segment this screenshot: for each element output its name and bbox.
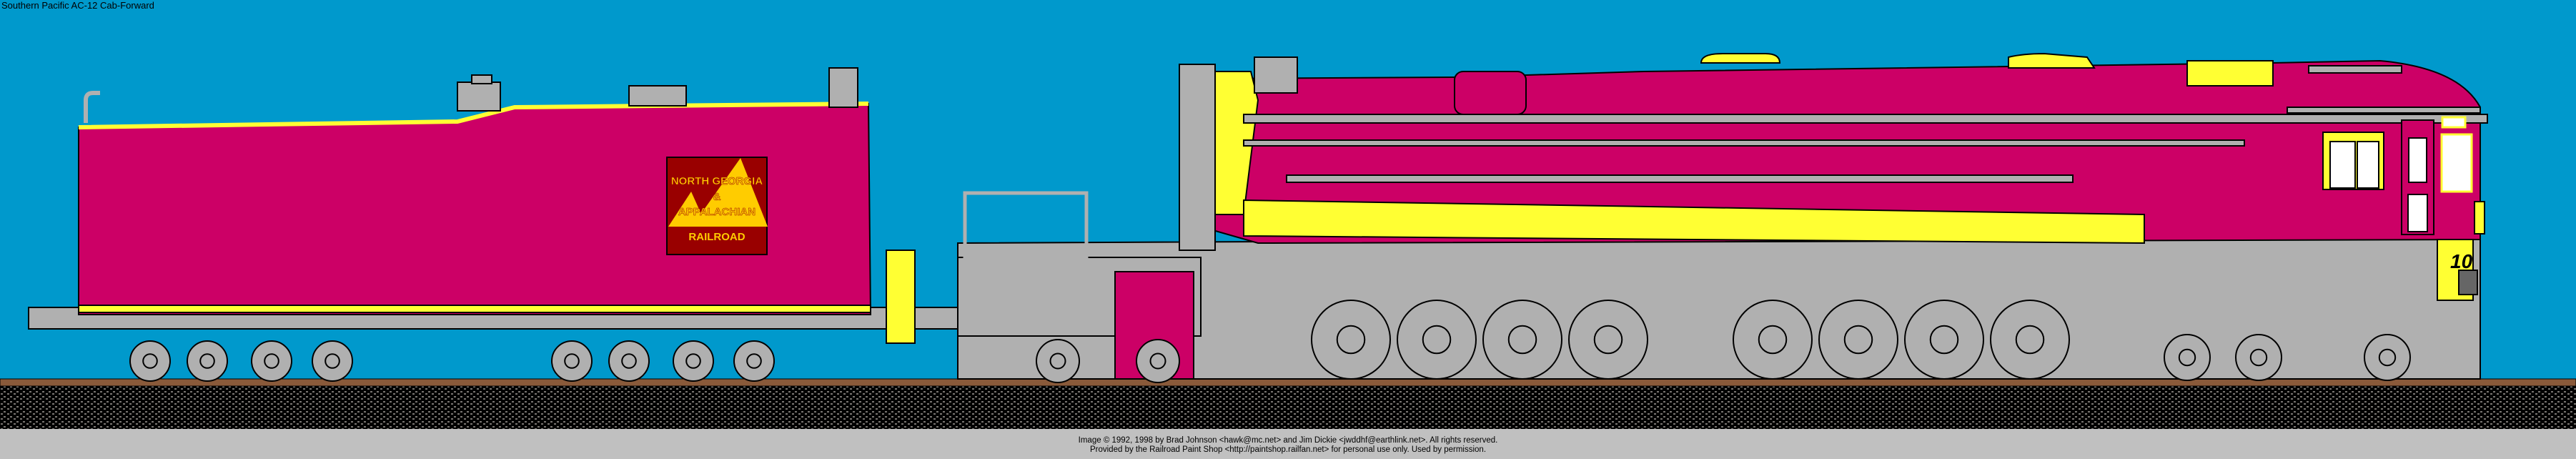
pilot-wheel-hub xyxy=(1149,352,1166,370)
tender: NORTH GEORGIA & APPALACHIAN RAILROAD xyxy=(28,67,958,382)
driver-wheel xyxy=(1733,300,1813,380)
trailing-wheel-hub xyxy=(2378,348,2397,367)
driver-wheel xyxy=(1397,300,1477,380)
logo-line-3: APPALACHIAN xyxy=(678,206,756,218)
tender-wheel xyxy=(551,340,593,382)
driver-wheel-hub xyxy=(1507,325,1537,355)
tender-wheel-hub xyxy=(685,353,701,369)
trailing-wheel xyxy=(2235,334,2282,381)
tender-wheel xyxy=(187,340,228,382)
trailing-wheel xyxy=(2364,334,2411,381)
driver-wheel-hub xyxy=(2015,325,2045,355)
trailing-wheel-hub xyxy=(2178,348,2196,367)
credits-line-2: Provided by the Railroad Paint Shop <htt… xyxy=(1089,445,1487,454)
tender-wheel xyxy=(312,340,353,382)
driver-wheel xyxy=(1482,300,1562,380)
credits: Image © 1992, 1998 by Brad Johnson <hawk… xyxy=(0,436,2576,455)
logo-line-2: & xyxy=(713,191,721,203)
driver-wheel-hub xyxy=(1929,325,1959,355)
tender-wheel-hub xyxy=(199,353,215,369)
tender-wheel-hub xyxy=(142,353,158,369)
tender-wheel-hub xyxy=(746,353,762,369)
trailing-wheel xyxy=(2164,334,2211,381)
driver-wheel xyxy=(1568,300,1648,380)
cab: 10 xyxy=(2322,116,2485,301)
pilot-wheel xyxy=(1136,339,1180,383)
driver-wheel-hub xyxy=(1593,325,1623,355)
driver-wheel xyxy=(1990,300,2070,380)
driver-wheel xyxy=(1818,300,1898,380)
driver-wheel xyxy=(1311,300,1391,380)
tender-wheel-hub xyxy=(325,353,340,369)
tender-wheel xyxy=(129,340,171,382)
tender-wheel-hub xyxy=(264,353,279,369)
driver-wheel-hub xyxy=(1758,325,1788,355)
logo-line-4: RAILROAD xyxy=(688,231,745,243)
credits-line-1: Image © 1992, 1998 by Brad Johnson <hawk… xyxy=(1078,436,1498,445)
driver-wheel-hub xyxy=(1843,325,1873,355)
cab-number: 10 xyxy=(2450,250,2473,272)
tender-wheel-hub xyxy=(564,353,580,369)
driver-wheel xyxy=(1904,300,1984,380)
ballast-texture xyxy=(0,385,2576,430)
logo-line-1: NORTH GEORGIA xyxy=(671,175,763,187)
driver-wheel-hub xyxy=(1422,325,1452,355)
tender-wheel xyxy=(733,340,775,382)
trailing-wheel-hub xyxy=(2249,348,2268,367)
tender-wheel-hub xyxy=(621,353,637,369)
locomotive: 10 xyxy=(957,52,2488,383)
logo-panel: NORTH GEORGIA & APPALACHIAN RAILROAD xyxy=(666,157,768,255)
drawing-title: Southern Pacific AC-12 Cab-Forward xyxy=(1,0,154,11)
tender-trucks xyxy=(129,340,775,382)
driver-wheel-hub xyxy=(1336,325,1366,355)
tender-wheel xyxy=(251,340,292,382)
pilot-wheel xyxy=(1036,339,1080,383)
tender-wheel xyxy=(608,340,650,382)
driving-wheels xyxy=(1036,300,2411,383)
tender-wheel xyxy=(673,340,714,382)
pilot-wheel-hub xyxy=(1049,352,1066,370)
ground-strip xyxy=(0,429,2576,459)
